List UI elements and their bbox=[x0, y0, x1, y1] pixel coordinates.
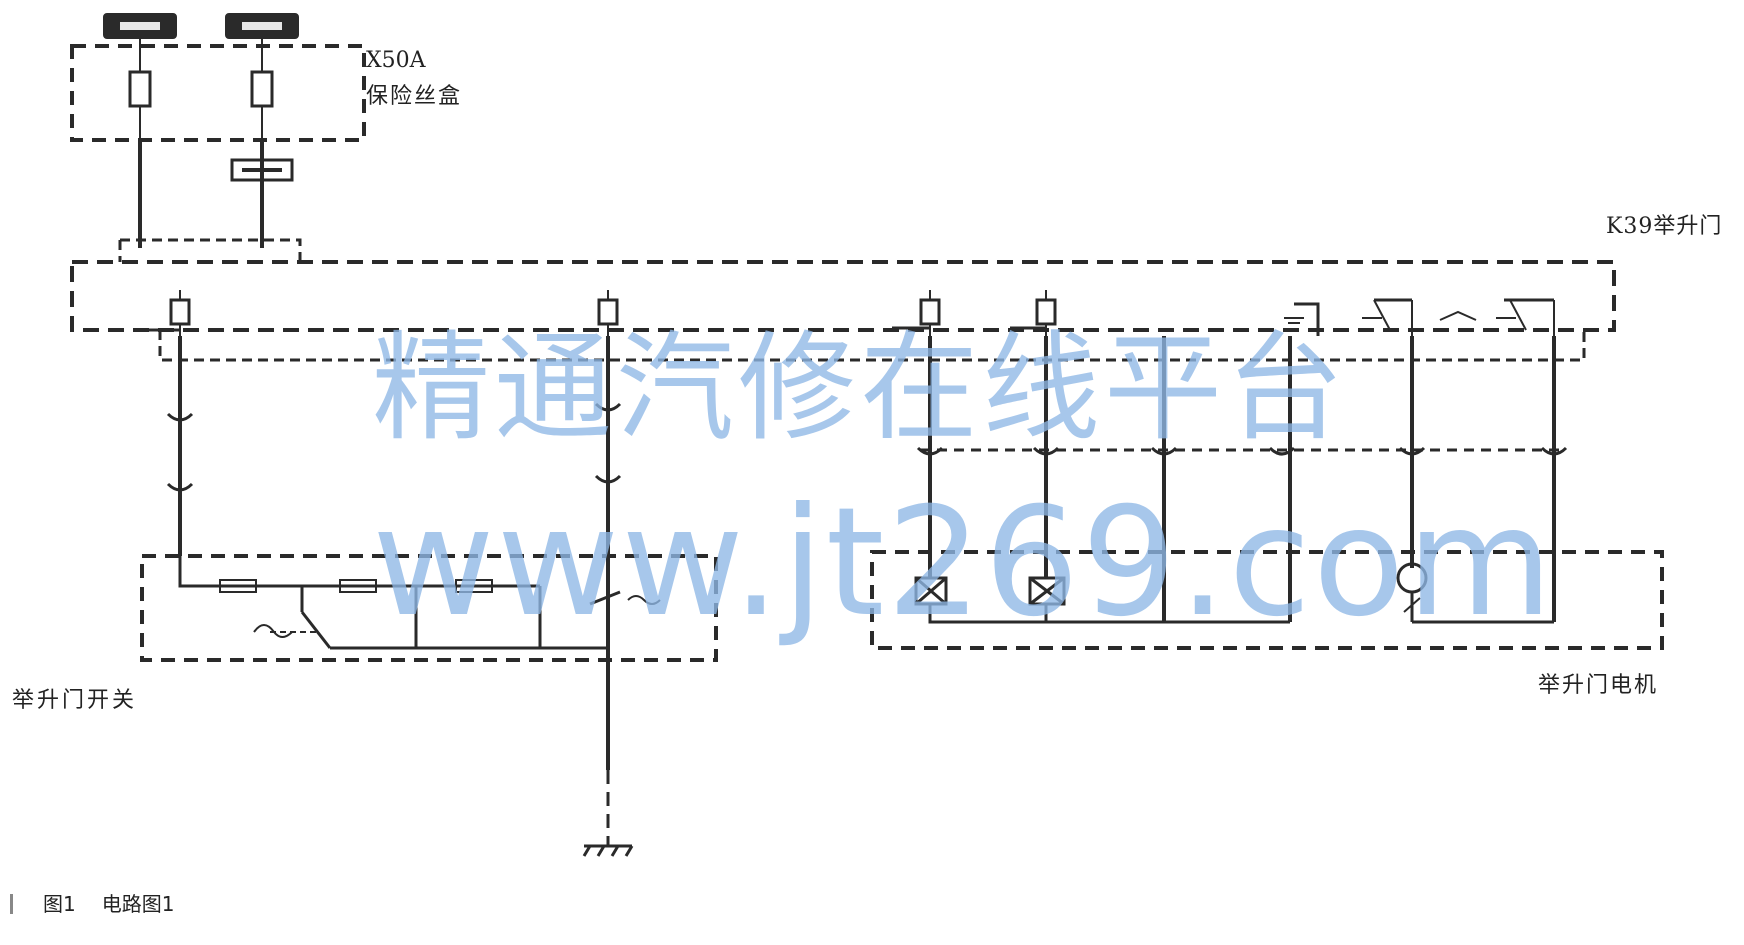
connector-arcs bbox=[166, 402, 1568, 492]
module-driver-1 bbox=[136, 290, 191, 336]
module-ground-1 bbox=[1284, 302, 1320, 336]
power-terminal-2 bbox=[225, 13, 299, 39]
caption-marker bbox=[10, 894, 13, 914]
liftgate-motor-outline bbox=[870, 550, 1664, 650]
module-driver-4 bbox=[1010, 290, 1057, 336]
fuse-1 bbox=[128, 38, 152, 140]
liftgate-switch-label: 举升门开关 bbox=[12, 688, 138, 713]
module-driver-2 bbox=[597, 290, 619, 336]
liftgate-switch-outline bbox=[140, 554, 718, 662]
splice-label-box bbox=[230, 158, 294, 182]
fuse-box-outline bbox=[70, 44, 366, 142]
motor-sensor-1 bbox=[914, 576, 948, 606]
figure-number: 图1 bbox=[43, 892, 76, 916]
motor-symbol bbox=[1396, 562, 1554, 624]
ground-symbol bbox=[582, 770, 634, 857]
fuse-2 bbox=[250, 38, 274, 140]
liftgate-module-label: K39举升门 bbox=[1606, 214, 1723, 239]
fuse-box-name-label: 保险丝盒 bbox=[366, 84, 463, 109]
figure-caption: 图1 电路图1 bbox=[10, 888, 174, 917]
module-relay-2 bbox=[1496, 298, 1555, 336]
fuse-box-code-label: X50A bbox=[366, 48, 426, 73]
liftgate-module-outline bbox=[70, 260, 1616, 332]
motor-sensor-2 bbox=[1028, 576, 1066, 606]
figure-title: 电路图1 bbox=[101, 892, 175, 916]
module-relay-1 bbox=[1362, 298, 1477, 336]
power-terminal-1 bbox=[103, 13, 177, 39]
liftgate-motor-label: 举升门电机 bbox=[1538, 673, 1659, 698]
module-driver-3 bbox=[892, 290, 941, 336]
liftgate-switch-internals bbox=[178, 556, 661, 650]
